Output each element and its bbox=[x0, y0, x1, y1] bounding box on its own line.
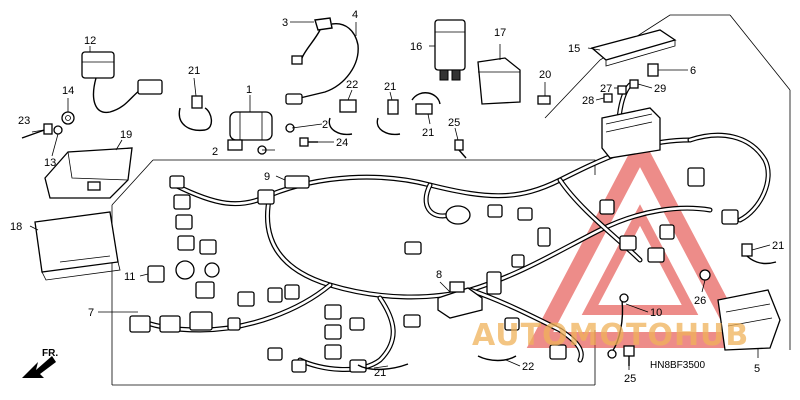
callout-11: 11 bbox=[124, 271, 135, 283]
ecu-unit bbox=[34, 211, 121, 281]
callout-18: 18 bbox=[10, 221, 22, 233]
relay bbox=[81, 51, 163, 114]
callout-26: 26 bbox=[694, 295, 706, 307]
callout-20: 20 bbox=[539, 69, 551, 81]
callout-2-lower: 2 bbox=[212, 146, 218, 158]
fuse-box-cover bbox=[590, 29, 677, 67]
washer-26 bbox=[699, 269, 711, 281]
callout-25-bottom: 25 bbox=[624, 373, 636, 385]
callout-19: 19 bbox=[120, 129, 132, 141]
watermark-brand: AUTOMOTOHUB bbox=[472, 318, 749, 353]
connector-clip bbox=[537, 95, 551, 105]
front-direction-arrow: FR. bbox=[22, 348, 58, 378]
diagram-code: HN8BF3500 bbox=[650, 360, 705, 371]
callout-7: 7 bbox=[88, 307, 94, 319]
small-connector bbox=[147, 265, 165, 283]
watermark-triangle bbox=[526, 132, 754, 348]
bolt-25 bbox=[454, 139, 635, 366]
spark-plug-cap bbox=[285, 17, 359, 105]
callout-13: 13 bbox=[44, 157, 56, 169]
callout-16: 16 bbox=[410, 41, 422, 53]
callout-29: 29 bbox=[654, 83, 666, 95]
callout-21-bottom: 21 bbox=[374, 367, 386, 379]
leader-lines bbox=[29, 21, 771, 370]
ignition-coil bbox=[227, 111, 273, 151]
callout-24: 24 bbox=[336, 137, 348, 149]
callout-23: 23 bbox=[18, 115, 30, 127]
callout-14: 14 bbox=[62, 85, 74, 97]
callout-3: 3 bbox=[282, 17, 288, 29]
connector-housing bbox=[434, 19, 466, 81]
callout-9: 9 bbox=[264, 171, 270, 183]
callout-5: 5 bbox=[754, 363, 760, 375]
callout-2-upper: 2 bbox=[322, 119, 328, 131]
fuse-box bbox=[601, 107, 661, 159]
callout-21-top: 21 bbox=[384, 81, 396, 93]
callout-22-top: 22 bbox=[346, 79, 358, 91]
callout-25-top: 25 bbox=[448, 117, 460, 129]
callout-22-bottom: 22 bbox=[522, 361, 534, 373]
callout-21-topleft: 21 bbox=[188, 65, 200, 77]
ground-wire bbox=[607, 293, 629, 359]
callout-8: 8 bbox=[436, 269, 442, 281]
cable-bands bbox=[178, 92, 777, 371]
harness-connectors-left bbox=[129, 175, 421, 373]
callout-4: 4 bbox=[352, 9, 358, 21]
callout-6: 6 bbox=[690, 65, 696, 77]
callout-numbers: 1 2 2 3 4 5 6 7 8 9 10 11 12 13 14 15 16… bbox=[10, 9, 784, 385]
nut-and-bolt bbox=[21, 111, 75, 139]
callout-28: 28 bbox=[582, 95, 594, 107]
callout-1: 1 bbox=[246, 84, 252, 96]
connector-bracket bbox=[284, 175, 310, 189]
callout-17: 17 bbox=[494, 27, 506, 39]
front-direction-label: FR. bbox=[42, 348, 58, 359]
small-bolts bbox=[53, 123, 318, 155]
callout-10: 10 bbox=[650, 307, 662, 319]
ecu-cover bbox=[44, 147, 133, 199]
callout-21-right: 21 bbox=[772, 240, 784, 252]
sensor-unit bbox=[437, 281, 483, 319]
rubber-boot bbox=[477, 57, 521, 105]
callout-21-mid: 21 bbox=[422, 127, 434, 139]
callout-12: 12 bbox=[84, 35, 96, 47]
callout-15: 15 bbox=[568, 43, 580, 55]
regulator-rectifier bbox=[717, 289, 781, 351]
callout-27: 27 bbox=[600, 83, 612, 95]
